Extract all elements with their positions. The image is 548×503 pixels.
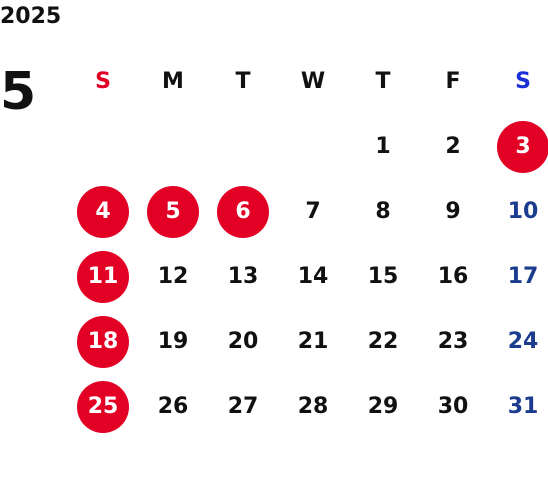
week-row-3: 11 12 13 14 15 16 17 <box>68 244 548 309</box>
day-cell-empty <box>278 114 348 179</box>
day-cell[interactable]: 22 <box>348 309 418 374</box>
week-row-5: 25 26 27 28 29 30 31 <box>68 374 548 439</box>
holiday-marker: 6 <box>217 185 269 238</box>
weekday-saturday: S <box>515 68 531 94</box>
day-cell[interactable]: 7 <box>278 179 348 244</box>
day-cell-saturday[interactable]: 24 <box>488 309 548 374</box>
day-cell[interactable]: 30 <box>418 374 488 439</box>
calendar-grid: S M T W T F S 1 2 3 4 5 6 7 8 9 10 11 12… <box>68 48 548 439</box>
day-cell-holiday[interactable]: 3 <box>488 114 548 179</box>
day-number <box>147 121 199 173</box>
day-cell-holiday[interactable]: 5 <box>138 179 208 244</box>
day-number: 30 <box>437 394 469 419</box>
weekday-wednesday: W <box>300 68 326 94</box>
day-cell[interactable]: 21 <box>278 309 348 374</box>
holiday-marker: 5 <box>147 185 199 238</box>
weekday-friday: F <box>445 68 461 94</box>
weekday-sunday: S <box>95 68 111 94</box>
holiday-marker: 11 <box>77 250 129 303</box>
day-cell[interactable]: 29 <box>348 374 418 439</box>
day-cell[interactable]: 9 <box>418 179 488 244</box>
day-number: 10 <box>507 199 539 224</box>
day-number: 24 <box>507 329 539 354</box>
holiday-marker: 25 <box>77 380 129 433</box>
day-number: 27 <box>227 394 259 419</box>
day-cell[interactable]: 26 <box>138 374 208 439</box>
holiday-marker: 18 <box>77 315 129 368</box>
day-number: 22 <box>367 329 399 354</box>
day-cell[interactable]: 1 <box>348 114 418 179</box>
day-cell-empty <box>68 114 138 179</box>
day-cell[interactable]: 2 <box>418 114 488 179</box>
day-number: 12 <box>157 264 189 289</box>
day-cell-holiday[interactable]: 6 <box>208 179 278 244</box>
day-number: 16 <box>437 264 469 289</box>
day-cell-holiday[interactable]: 18 <box>68 309 138 374</box>
day-cell-empty <box>138 114 208 179</box>
day-cell-holiday[interactable]: 11 <box>68 244 138 309</box>
day-cell[interactable]: 16 <box>418 244 488 309</box>
day-number: 13 <box>227 264 259 289</box>
day-cell[interactable]: 14 <box>278 244 348 309</box>
day-cell[interactable]: 12 <box>138 244 208 309</box>
day-number: 23 <box>437 329 469 354</box>
day-cell[interactable]: 15 <box>348 244 418 309</box>
day-cell[interactable]: 8 <box>348 179 418 244</box>
day-number: 31 <box>507 394 539 419</box>
day-cell[interactable]: 13 <box>208 244 278 309</box>
day-number: 26 <box>157 394 189 419</box>
day-number: 14 <box>297 264 329 289</box>
day-cell[interactable]: 27 <box>208 374 278 439</box>
weekday-header-row: S M T W T F S <box>68 48 548 114</box>
week-row-1: 1 2 3 <box>68 114 548 179</box>
day-number: 8 <box>375 199 391 224</box>
day-number <box>287 121 339 173</box>
calendar-month: 5 <box>0 62 37 122</box>
day-number: 17 <box>507 264 539 289</box>
day-number: 28 <box>297 394 329 419</box>
day-cell[interactable]: 19 <box>138 309 208 374</box>
day-number: 7 <box>305 199 321 224</box>
day-number <box>77 121 129 173</box>
week-row-4: 18 19 20 21 22 23 24 <box>68 309 548 374</box>
day-number: 29 <box>367 394 399 419</box>
day-cell-saturday[interactable]: 10 <box>488 179 548 244</box>
week-row-2: 4 5 6 7 8 9 10 <box>68 179 548 244</box>
day-cell-empty <box>208 114 278 179</box>
day-number: 15 <box>367 264 399 289</box>
day-cell-saturday[interactable]: 17 <box>488 244 548 309</box>
calendar-year: 2025 <box>0 4 62 29</box>
day-number: 21 <box>297 329 329 354</box>
day-number: 2 <box>445 134 461 159</box>
weekday-monday: M <box>162 68 184 94</box>
day-cell-holiday[interactable]: 4 <box>68 179 138 244</box>
day-cell[interactable]: 23 <box>418 309 488 374</box>
weekday-thursday: T <box>375 68 391 94</box>
holiday-marker: 4 <box>77 185 129 238</box>
day-cell-holiday[interactable]: 25 <box>68 374 138 439</box>
day-number <box>217 121 269 173</box>
day-cell[interactable]: 28 <box>278 374 348 439</box>
day-cell-saturday[interactable]: 31 <box>488 374 548 439</box>
weekday-tuesday: T <box>235 68 251 94</box>
day-number: 19 <box>157 329 189 354</box>
day-number: 1 <box>375 134 391 159</box>
holiday-marker: 3 <box>497 120 548 173</box>
day-number: 20 <box>227 329 259 354</box>
day-number: 9 <box>445 199 461 224</box>
day-cell[interactable]: 20 <box>208 309 278 374</box>
